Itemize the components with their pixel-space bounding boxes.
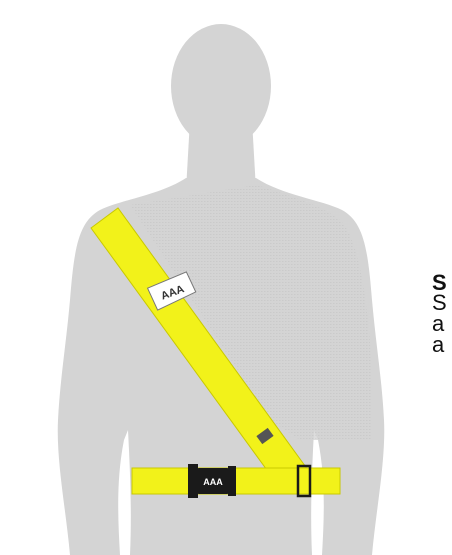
buckle-logo: AAA	[203, 477, 223, 487]
buckle: AAA	[188, 464, 236, 498]
side-text-line-4: a	[432, 334, 452, 356]
waist-belt: AAA	[132, 464, 340, 498]
